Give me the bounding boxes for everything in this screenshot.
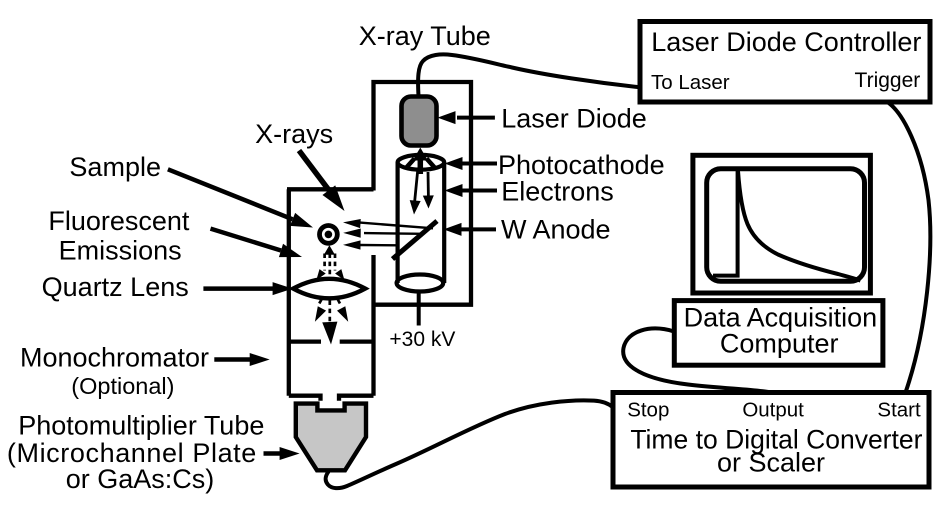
svg-text:W Anode: W Anode [501,214,611,244]
svg-text:Sample: Sample [69,152,161,182]
svg-text:Laser Diode Controller: Laser Diode Controller [651,27,921,57]
svg-text:Trigger: Trigger [855,69,921,92]
svg-text:Output: Output [742,398,804,421]
svg-text:or Scaler: or Scaler [717,448,825,478]
svg-text:Computer: Computer [720,329,839,359]
svg-text:Quartz Lens: Quartz Lens [42,272,189,302]
svg-text:Laser Diode: Laser Diode [501,103,647,133]
svg-text:Data Acquisition: Data Acquisition [684,303,878,333]
svg-text:Start: Start [877,398,921,421]
svg-text:To Laser: To Laser [651,71,730,94]
svg-text:X-rays: X-rays [255,119,333,149]
svg-text:Photomultiplier Tube: Photomultiplier Tube [18,411,264,441]
svg-text:(Microchannel Plate: (Microchannel Plate [7,438,257,468]
svg-text:Stop: Stop [627,398,669,421]
svg-text:Emissions: Emissions [59,235,182,265]
svg-text:or GaAs:Cs): or GaAs:Cs) [66,464,215,494]
svg-text:Photocathode: Photocathode [498,150,665,180]
svg-text:Monochromator: Monochromator [20,343,209,373]
svg-text:Fluorescent: Fluorescent [48,206,190,236]
svg-text:Time to Digital Converter: Time to Digital Converter [630,425,922,455]
svg-text:(Optional): (Optional) [71,373,174,399]
svg-text:X-ray Tube: X-ray Tube [359,21,491,51]
svg-text:+30 kV: +30 kV [389,328,455,351]
svg-text:Electrons: Electrons [501,177,614,207]
